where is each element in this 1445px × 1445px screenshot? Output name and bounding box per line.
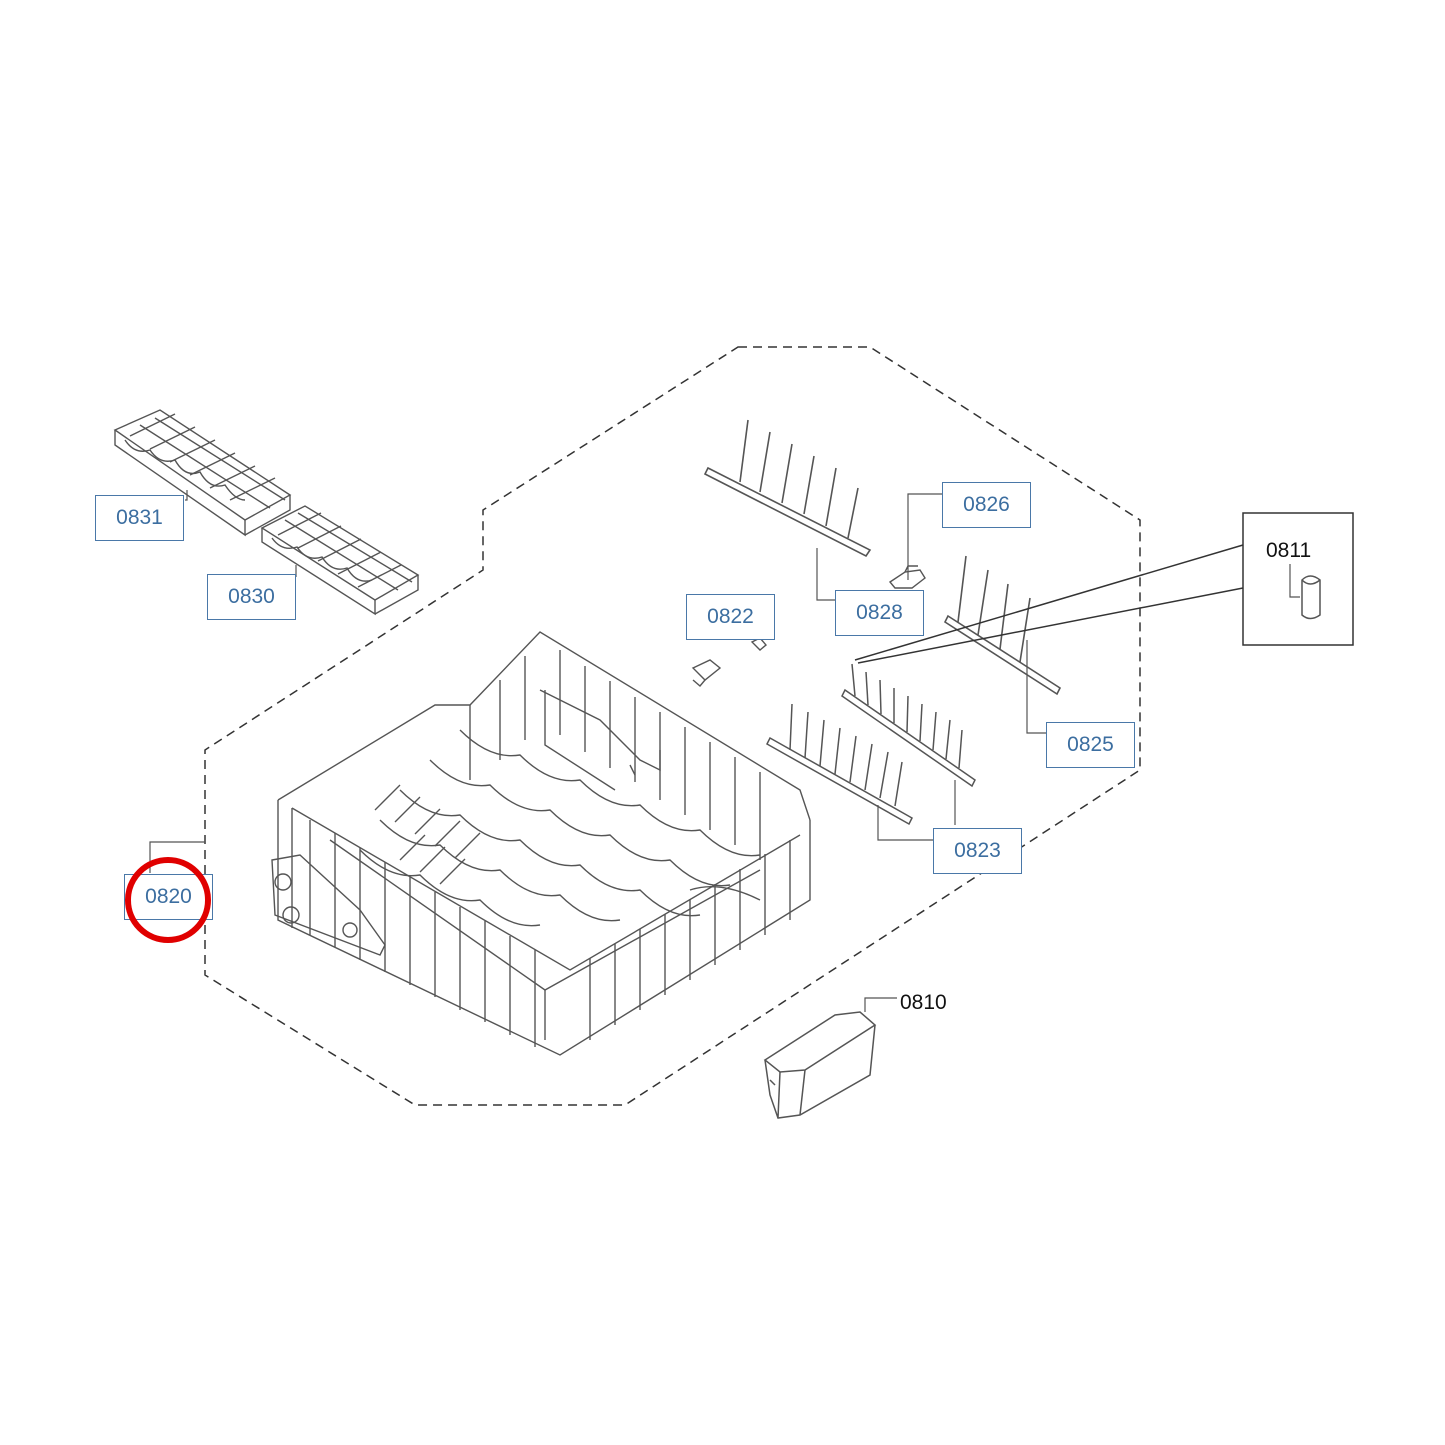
part-label-0810[interactable]: 0810	[900, 991, 947, 1015]
part-number-0825: 0825	[1067, 733, 1114, 756]
zoom-wedge-0811	[854, 544, 1244, 664]
part-label-0828[interactable]: 0828	[835, 590, 924, 636]
clip-0822	[691, 637, 767, 687]
upper-basket-0820	[271, 631, 811, 1056]
assembly-boundary	[204, 346, 1141, 1106]
part-number-0831: 0831	[116, 506, 163, 529]
cup-shelf-0830	[260, 505, 420, 616]
cutlery-tray-0810	[763, 1011, 877, 1119]
part-label-0826[interactable]: 0826	[942, 482, 1031, 528]
part-number-0820: 0820	[145, 885, 192, 908]
part-number-0828: 0828	[856, 601, 903, 624]
part-number-0822: 0822	[707, 605, 754, 628]
part-number-0810: 0810	[900, 991, 947, 1014]
part-number-0823: 0823	[954, 839, 1001, 862]
cup-shelf-0831	[113, 409, 292, 537]
part-label-0823[interactable]: 0823	[933, 828, 1022, 874]
part-label-0822[interactable]: 0822	[686, 594, 775, 640]
tine-row-0828	[703, 419, 872, 558]
part-label-0811[interactable]: 0811	[1266, 539, 1311, 563]
tine-row-0825	[943, 555, 1062, 696]
detail-box-0811	[1242, 512, 1354, 646]
part-number-0811: 0811	[1266, 539, 1312, 562]
part-number-0830: 0830	[228, 585, 275, 608]
tine-rows-0823	[766, 663, 976, 826]
part-label-0825[interactable]: 0825	[1046, 722, 1135, 768]
part-label-0820[interactable]: 0820	[124, 874, 213, 920]
part-label-0831[interactable]: 0831	[95, 495, 184, 541]
part-label-0830[interactable]: 0830	[207, 574, 296, 620]
part-number-0826: 0826	[963, 493, 1010, 516]
